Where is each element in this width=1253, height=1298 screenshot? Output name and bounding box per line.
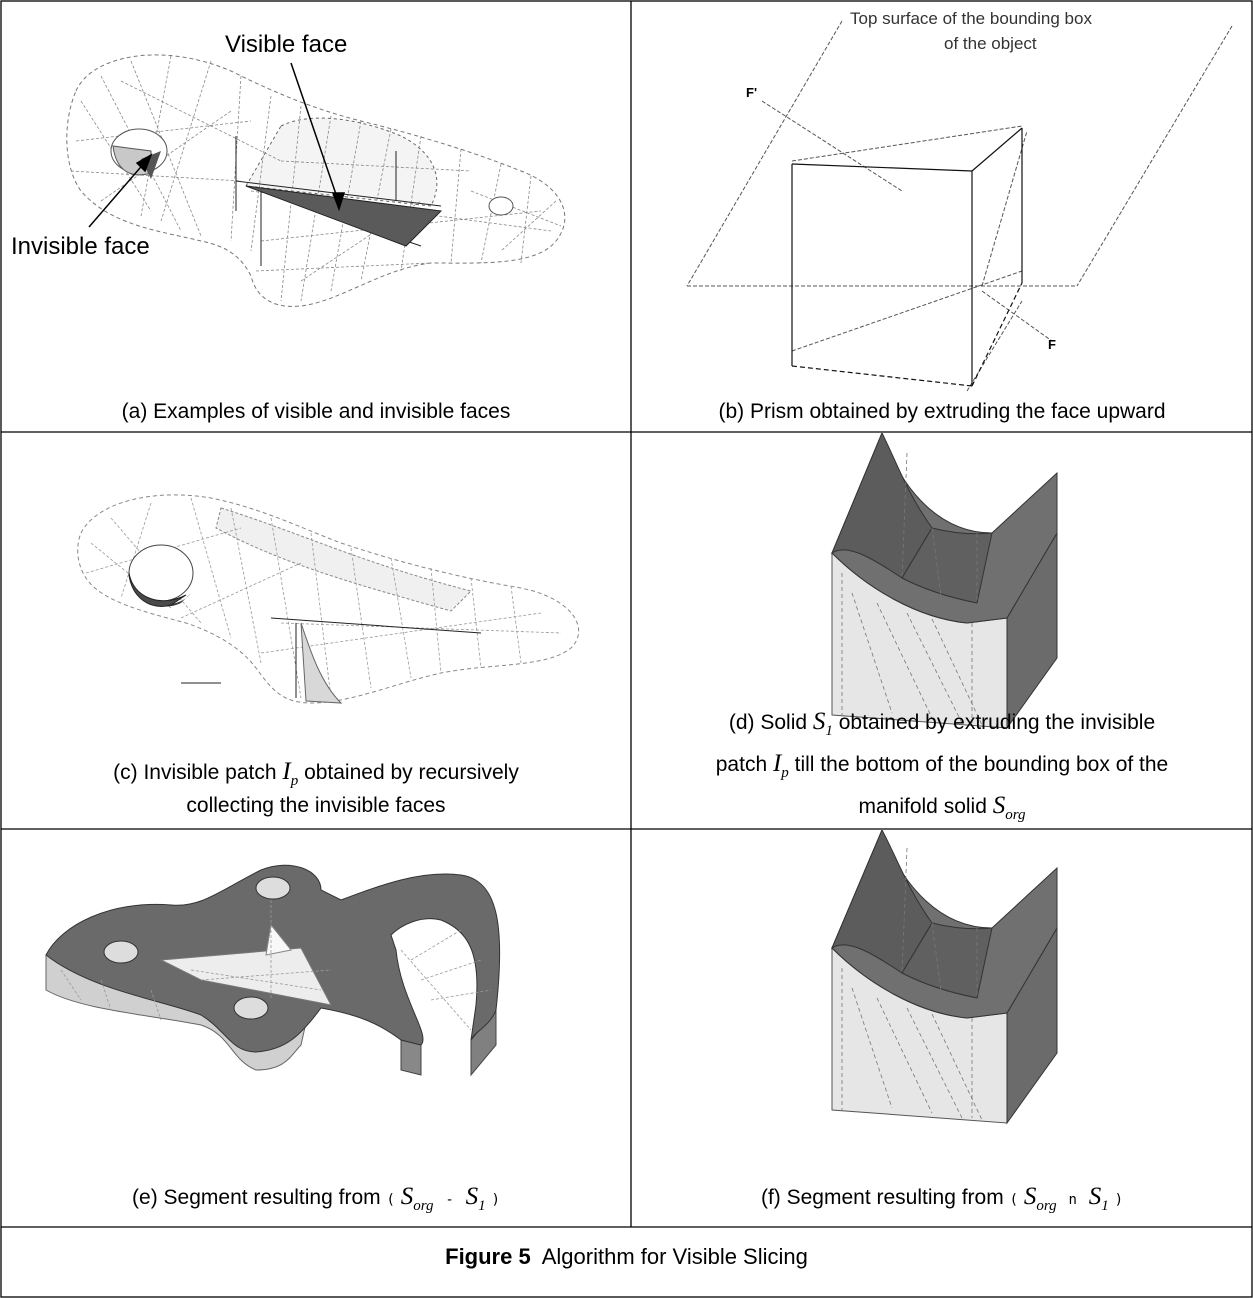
symbol-s-1: S1	[466, 1183, 486, 1210]
panel-d-caption-line3: manifold solid Sorg	[632, 789, 1252, 829]
panel-f: (f) Segment resulting from ( Sorg n S1 )	[632, 830, 1252, 1227]
bounding-box-label-line2: of the object	[944, 34, 1037, 54]
panel-c-caption-line2: collecting the invisible faces	[1, 789, 631, 823]
figure-title: Algorithm for Visible Slicing	[542, 1244, 808, 1269]
panel-b-caption: (b) Prism obtained by extruding the face…	[632, 395, 1252, 429]
visible-face-label: Visible face	[225, 31, 347, 59]
figure-label: Figure 5	[445, 1244, 531, 1269]
panel-e-segment-figure	[1, 830, 631, 1227]
panel-d: (d) Solid S1 obtained by extruding the i…	[632, 433, 1252, 829]
invisible-face-label: Invisible face	[11, 233, 150, 261]
intersection-operator: n	[1068, 1192, 1076, 1208]
f-prime-label: F'	[746, 85, 757, 100]
panel-b-prism-figure	[632, 1, 1252, 432]
panel-b: Top surface of the bounding box of the o…	[632, 1, 1252, 432]
symbol-s-1: S1	[813, 708, 833, 735]
panel-e-caption: (e) Segment resulting from ( Sorg - S1 )	[1, 1180, 631, 1223]
panel-a-mesh-figure	[1, 1, 631, 432]
symbol-s-org: Sorg	[401, 1183, 434, 1210]
panel-f-segment-figure	[632, 830, 1252, 1227]
panel-f-caption: (f) Segment resulting from ( Sorg n S1 )	[632, 1180, 1252, 1223]
symbol-s-org: Sorg	[1024, 1183, 1057, 1210]
symbol-i-p: Ip	[282, 758, 298, 785]
panel-a-caption: (a) Examples of visible and invisible fa…	[1, 395, 631, 429]
figure-caption: Figure 5 Algorithm for Visible Slicing	[0, 1244, 1253, 1270]
difference-operator: -	[445, 1192, 453, 1208]
f-label: F	[1048, 337, 1056, 352]
panel-e: (e) Segment resulting from ( Sorg - S1 )	[1, 830, 631, 1227]
symbol-i-p: Ip	[773, 750, 789, 777]
panel-d-caption-line1: (d) Solid S1 obtained by extruding the i…	[632, 705, 1252, 748]
panel-c: (c) Invisible patch Ip obtained by recur…	[1, 433, 631, 829]
panel-a: Visible face Invisible face (a) Examples…	[1, 1, 631, 432]
symbol-s-org: Sorg	[993, 792, 1026, 819]
panel-d-caption-line2: patch Ip till the bottom of the bounding…	[632, 747, 1252, 790]
symbol-s-1: S1	[1089, 1183, 1109, 1210]
bounding-box-label-line1: Top surface of the bounding box	[850, 9, 1092, 29]
